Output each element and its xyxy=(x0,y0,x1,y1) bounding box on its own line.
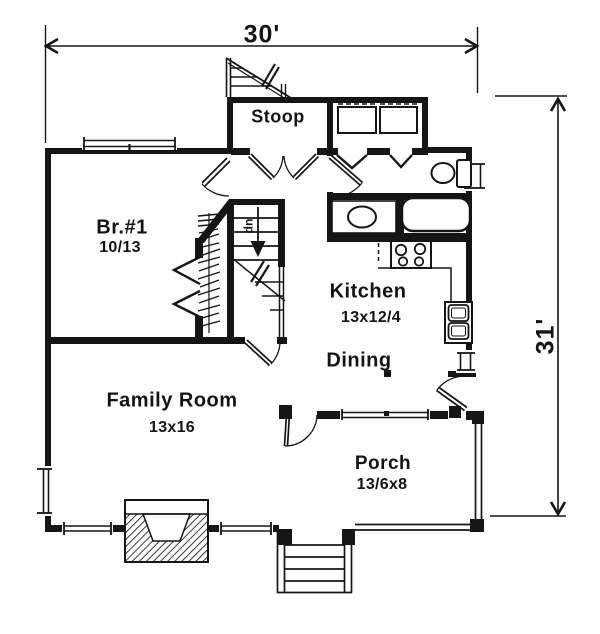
family-window-left xyxy=(62,522,113,535)
porch-door xyxy=(283,413,318,447)
wall-stub-nub xyxy=(384,370,391,377)
closet-clothes-hatching xyxy=(197,213,221,328)
kitchen-fixtures xyxy=(377,240,473,344)
exterior-walls xyxy=(45,97,484,545)
bedroom-closet xyxy=(171,213,221,333)
arrowheads-31ft xyxy=(549,96,567,517)
stairs xyxy=(231,207,286,337)
label-room-dining: Dining xyxy=(326,349,392,372)
label-room-family: Family Room xyxy=(106,389,238,412)
height-dimension-label: 31' xyxy=(531,317,560,355)
bathroom-door xyxy=(328,154,364,199)
dryer xyxy=(379,106,418,134)
bedroom-window xyxy=(82,137,177,152)
front-double-doors xyxy=(247,153,320,181)
bathtub xyxy=(400,196,472,233)
closet-bifold-doors xyxy=(171,255,201,319)
porch-e-post xyxy=(472,411,484,424)
label-size-bedroom: 10/13 xyxy=(99,239,141,256)
sink-basin-inner xyxy=(451,325,466,337)
arrowheads-30ft xyxy=(43,37,480,55)
label-room-kitchen: Kitchen xyxy=(329,280,407,303)
burner xyxy=(413,256,425,267)
label-size-porch: 13/6x8 xyxy=(356,476,408,493)
label-room-stoop: Stoop xyxy=(251,106,305,127)
laundry-closet xyxy=(336,103,418,170)
dining-side-door xyxy=(436,375,468,412)
vanity-sink xyxy=(347,205,377,229)
burner xyxy=(397,256,409,267)
family-window-right xyxy=(219,522,273,535)
bathroom-fixtures xyxy=(331,159,472,234)
toilet-bowl xyxy=(430,162,456,184)
porch-rails xyxy=(355,424,483,531)
width-dimension-label: 30' xyxy=(243,20,281,49)
kitchen-window xyxy=(456,350,477,373)
stoop-roof xyxy=(225,57,292,102)
porch-se-post xyxy=(470,519,484,532)
sink-basin-inner xyxy=(451,307,466,319)
porch-steps xyxy=(276,532,353,594)
burner xyxy=(394,243,408,257)
fireplace xyxy=(124,499,209,563)
burner xyxy=(413,242,427,256)
laundry-bifold-doors xyxy=(336,154,413,170)
west-window xyxy=(37,466,52,516)
label-room-porch: Porch xyxy=(354,453,412,474)
bedroom-door xyxy=(201,157,231,197)
label-size-kitchen: 13x12/4 xyxy=(341,309,401,326)
counter-edge xyxy=(378,267,452,302)
doors xyxy=(201,153,468,447)
label-stairs-up: up xyxy=(243,218,257,234)
toilet-tank xyxy=(456,159,472,188)
up-arrow xyxy=(250,207,266,257)
porch-ne-post xyxy=(449,406,461,418)
east-wall-stub xyxy=(448,371,476,377)
understair-door xyxy=(243,339,281,367)
label-room-bedroom: Br.#1 xyxy=(96,216,148,239)
dimension-lines xyxy=(43,25,567,517)
porch-window xyxy=(340,409,430,420)
windows xyxy=(37,137,487,535)
label-size-family: 13x16 xyxy=(149,419,195,436)
washer xyxy=(337,106,377,134)
roof-break-mark xyxy=(261,63,280,90)
stair-break-line xyxy=(231,257,286,302)
